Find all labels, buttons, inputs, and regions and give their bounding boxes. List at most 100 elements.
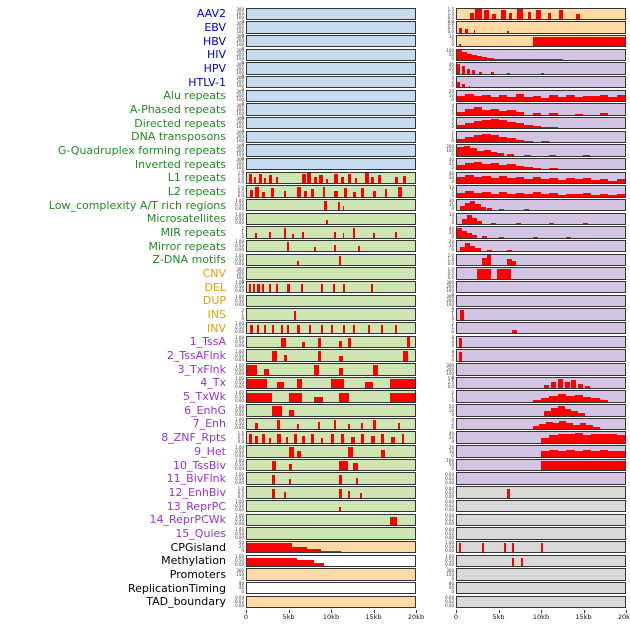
signal-bar	[465, 191, 474, 197]
signal-bar	[381, 433, 384, 443]
signal-bar	[297, 260, 300, 266]
mid-panel-low-complexity-a-t-rich-regions	[246, 199, 416, 212]
right-panel-7-enh	[456, 417, 626, 431]
signal-bar	[507, 250, 513, 252]
signal-bar	[339, 507, 342, 512]
y-tick-label: 0.00	[235, 247, 244, 253]
y-tick-label: 30	[448, 157, 454, 163]
signal-bar	[462, 84, 465, 88]
y-tick-label: 0.02	[445, 598, 454, 604]
signal-bar	[352, 228, 355, 238]
y-tick-label: 0.04	[445, 526, 454, 532]
y-tick-label: 1.00	[235, 198, 244, 204]
signal-bar	[541, 437, 550, 443]
right-panel-replicationtiming	[456, 581, 626, 595]
y-tick-label: 0	[241, 60, 244, 66]
track-label: INS	[207, 308, 226, 322]
right-panel-ins	[456, 308, 626, 321]
y-tick-label: 0.50	[235, 298, 244, 304]
signal-bar	[373, 419, 376, 430]
signal-bar	[591, 194, 600, 197]
x-tick-mark	[498, 609, 500, 613]
signal-bar	[361, 422, 364, 430]
y-tick-label: 0.50	[235, 284, 244, 290]
y-tick-label: 100	[236, 124, 244, 130]
signal-bar	[577, 383, 583, 389]
y-tick-label: 0.00	[235, 397, 244, 403]
signal-bar	[263, 178, 266, 184]
signal-bar	[310, 188, 315, 197]
y-tick-label: 300	[236, 48, 244, 54]
signal-bar	[307, 549, 321, 553]
y-tick-label: 20	[448, 434, 454, 440]
signal-bar	[247, 365, 258, 375]
track-label: 11_BivFlnk	[166, 472, 226, 486]
right-panel-microsatellites	[456, 212, 626, 226]
signal-bar	[272, 475, 275, 484]
signal-bar	[574, 394, 583, 402]
y-tick-label: 0	[451, 97, 454, 103]
y-tick-label: 1.0	[447, 11, 454, 17]
signal-bar	[608, 451, 617, 457]
track-label: 7_Enh	[192, 417, 226, 431]
y-tick-label: 0.00	[235, 261, 244, 267]
mid-panel-6-enhg	[246, 404, 416, 417]
signal-bar	[457, 50, 463, 61]
signal-bar	[507, 154, 515, 156]
y-tick-label: 300	[236, 116, 244, 122]
x-tick-label: 20kb	[617, 612, 630, 621]
signal-bar	[339, 340, 342, 348]
y-tick-label: 100	[236, 151, 244, 157]
mid-panel-15-quies	[246, 527, 416, 540]
y-tick-label: 1.00	[235, 294, 244, 300]
signal-bar	[557, 179, 567, 184]
signal-bar	[608, 194, 617, 197]
signal-bar	[297, 424, 300, 430]
y-tick-label: 0	[241, 155, 244, 161]
signal-bar	[583, 223, 589, 225]
y-tick-label: 1.00	[235, 389, 244, 395]
signal-bar	[352, 191, 357, 197]
signal-bar	[541, 73, 544, 74]
y-tick-label: 0.04	[445, 512, 454, 518]
signal-bar	[347, 337, 352, 348]
signal-bar	[277, 381, 284, 389]
y-tick-label: 0.50	[235, 516, 244, 522]
signal-bar	[541, 126, 550, 129]
signal-bar	[482, 110, 491, 115]
signal-bar	[616, 194, 625, 197]
track-label: Mirror repeats	[148, 239, 227, 253]
signal-bar	[352, 324, 355, 334]
mid-panel-cpgisland	[246, 540, 416, 554]
track-label: L1 repeats	[167, 171, 226, 185]
signal-bar	[566, 193, 575, 197]
y-tick-label: 200	[236, 52, 244, 58]
signal-bar	[462, 66, 466, 74]
y-tick-label: 10	[448, 184, 454, 190]
y-tick-label: 0	[451, 42, 454, 48]
signal-bar	[297, 560, 315, 566]
signal-bar	[255, 435, 258, 443]
signal-bar	[280, 324, 284, 334]
y-tick-label: 0.0	[447, 19, 454, 25]
signal-bar	[314, 246, 316, 252]
y-tick-label: 0.5	[447, 270, 454, 276]
signal-bar	[457, 95, 466, 102]
signal-bar	[347, 424, 351, 430]
signal-bar	[457, 227, 463, 238]
signal-bar	[460, 246, 466, 252]
